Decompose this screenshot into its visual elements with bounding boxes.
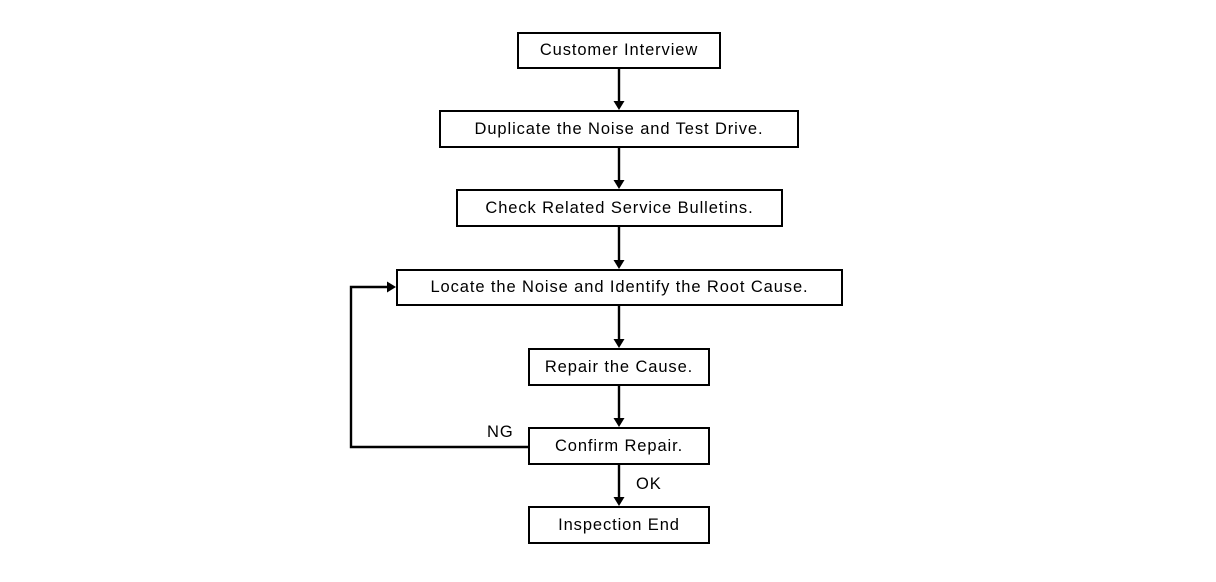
node-customer-interview[interactable]: Customer Interview (517, 32, 721, 69)
edge-label-ok: OK (636, 475, 662, 493)
node-check-bulletins[interactable]: Check Related Service Bulletins. (456, 189, 783, 227)
connector-bulletins-to-locate (613, 227, 625, 269)
node-confirm-repair[interactable]: Confirm Repair. (528, 427, 710, 465)
connector-repair-to-confirm (613, 386, 625, 427)
node-duplicate-noise[interactable]: Duplicate the Noise and Test Drive. (439, 110, 799, 148)
connector-duplicate-to-bulletins (613, 148, 625, 189)
connector-confirm-to-end (613, 465, 625, 506)
connector-customer-to-duplicate (613, 69, 625, 110)
node-label: Duplicate the Noise and Test Drive. (474, 119, 764, 138)
node-label: Customer Interview (539, 41, 699, 60)
edge-label-ng: NG (487, 423, 514, 441)
connector-locate-to-repair (613, 306, 625, 348)
node-label: Inspection End (558, 515, 680, 534)
node-label: Locate the Noise and Identify the Root C… (430, 278, 809, 297)
node-inspection-end[interactable]: Inspection End (528, 506, 710, 544)
node-label: Confirm Repair. (554, 436, 684, 455)
node-locate-noise[interactable]: Locate the Noise and Identify the Root C… (396, 269, 843, 306)
node-label: Repair the Cause. (544, 357, 694, 376)
node-label: Check Related Service Bulletins. (485, 198, 754, 217)
connector-confirm-to-locate-feedback (349, 281, 528, 449)
node-repair-cause[interactable]: Repair the Cause. (528, 348, 710, 386)
